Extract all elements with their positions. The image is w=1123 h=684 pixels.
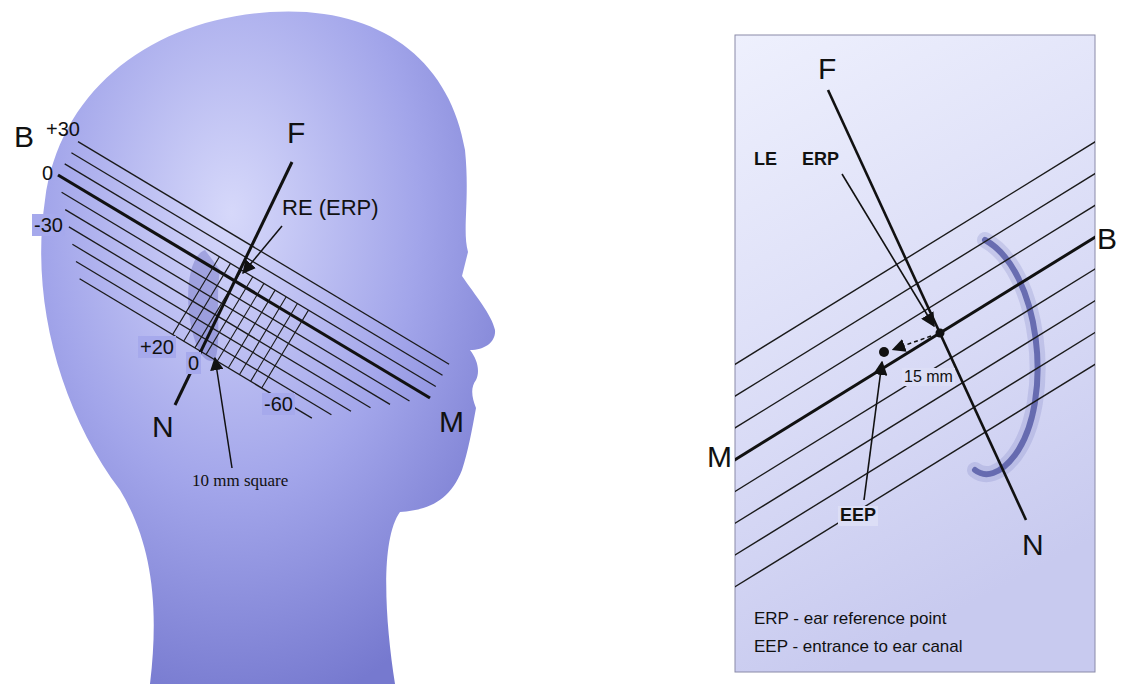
offset-value: -60 (262, 393, 295, 415)
bm-reference-line (735, 96, 1095, 569)
head-silhouette (41, 11, 495, 684)
fn-reference-line (828, 90, 1026, 520)
point-label: EEP (838, 506, 878, 526)
side-label: LE (752, 150, 779, 170)
dimension-note: 10 mm square (190, 472, 290, 491)
axis-letter: M (705, 440, 734, 473)
legend-note: EEP - entrance to ear canal (752, 638, 965, 657)
legend-note: ERP - ear reference point (752, 610, 948, 629)
leader-arrow (864, 362, 882, 500)
axis-letter: N (150, 410, 176, 443)
bm-reference-line (58, 175, 430, 398)
offset-value: 0 (40, 162, 55, 184)
leader-arrow (215, 358, 232, 468)
axis-letter: N (1020, 528, 1046, 561)
dimension-arrow (893, 336, 931, 350)
ear-outline (975, 240, 1038, 474)
erp-point (936, 329, 945, 338)
axis-letter: B (12, 120, 36, 153)
eep-point (879, 347, 889, 357)
axis-letter: B (1095, 222, 1119, 255)
reference-lines (735, 35, 1095, 662)
point-label: RE (ERP) (280, 196, 381, 220)
dimension-label: 15 mm (902, 368, 955, 386)
axis-letter: F (285, 116, 307, 149)
reference-lines (62, 142, 450, 419)
leader-arrow (842, 174, 934, 326)
ear-shadow (975, 240, 1038, 474)
grid-lines (173, 257, 309, 388)
leader-arrow (243, 226, 282, 273)
offset-value: -30 (32, 214, 65, 236)
fn-reference-line (175, 162, 292, 405)
offset-value: 0 (186, 352, 201, 374)
point-label: ERP (800, 150, 841, 170)
closeup-panel (735, 35, 1095, 672)
axis-letter: F (816, 52, 838, 85)
offset-value: +30 (44, 118, 82, 140)
panel-content (735, 35, 1095, 662)
offset-value: +20 (138, 336, 176, 358)
axis-letter: M (437, 405, 466, 438)
